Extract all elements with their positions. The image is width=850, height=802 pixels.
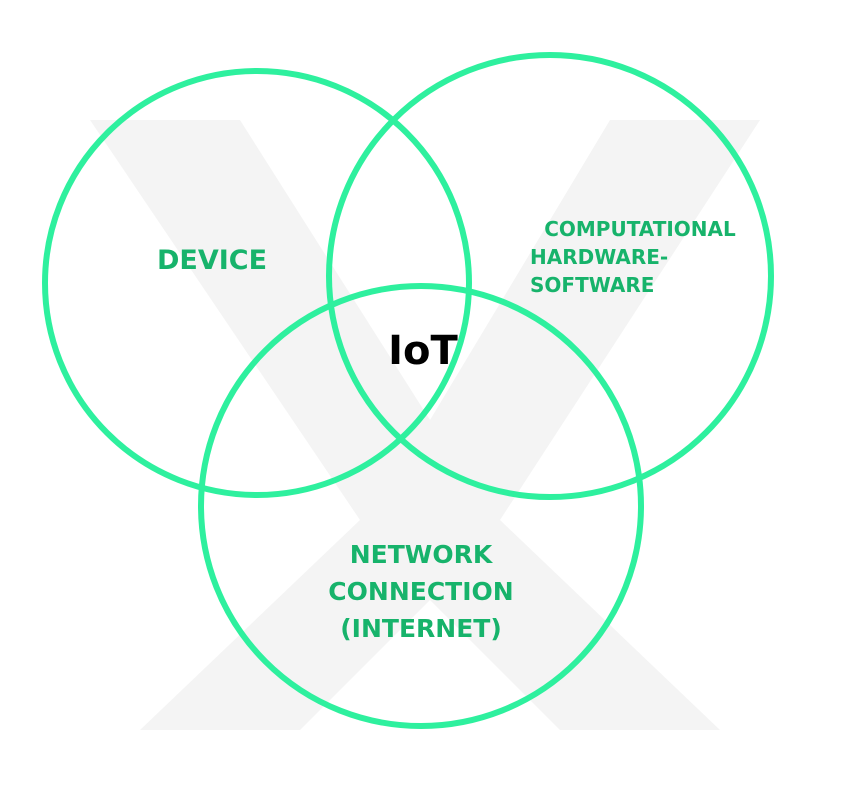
svg-text:(INTERNET): (INTERNET): [340, 614, 502, 643]
label-network: NETWORK CONNECTION (INTERNET): [328, 540, 513, 643]
svg-text:CONNECTION: CONNECTION: [328, 577, 513, 606]
circle-device: [42, 68, 472, 498]
svg-text:COMPUTATIONAL: COMPUTATIONAL: [544, 217, 736, 241]
svg-text:HARDWARE-: HARDWARE-: [530, 245, 668, 269]
label-computational: COMPUTATIONAL HARDWARE- SOFTWARE: [530, 217, 736, 297]
circle-network: [198, 283, 644, 729]
watermark-x-logo: [90, 120, 760, 730]
svg-text:NETWORK: NETWORK: [350, 540, 494, 569]
svg-text:SOFTWARE: SOFTWARE: [530, 273, 654, 297]
center-label-iot: IoT: [388, 328, 458, 374]
label-device: DEVICE: [157, 245, 267, 276]
circle-computational: [326, 52, 774, 500]
